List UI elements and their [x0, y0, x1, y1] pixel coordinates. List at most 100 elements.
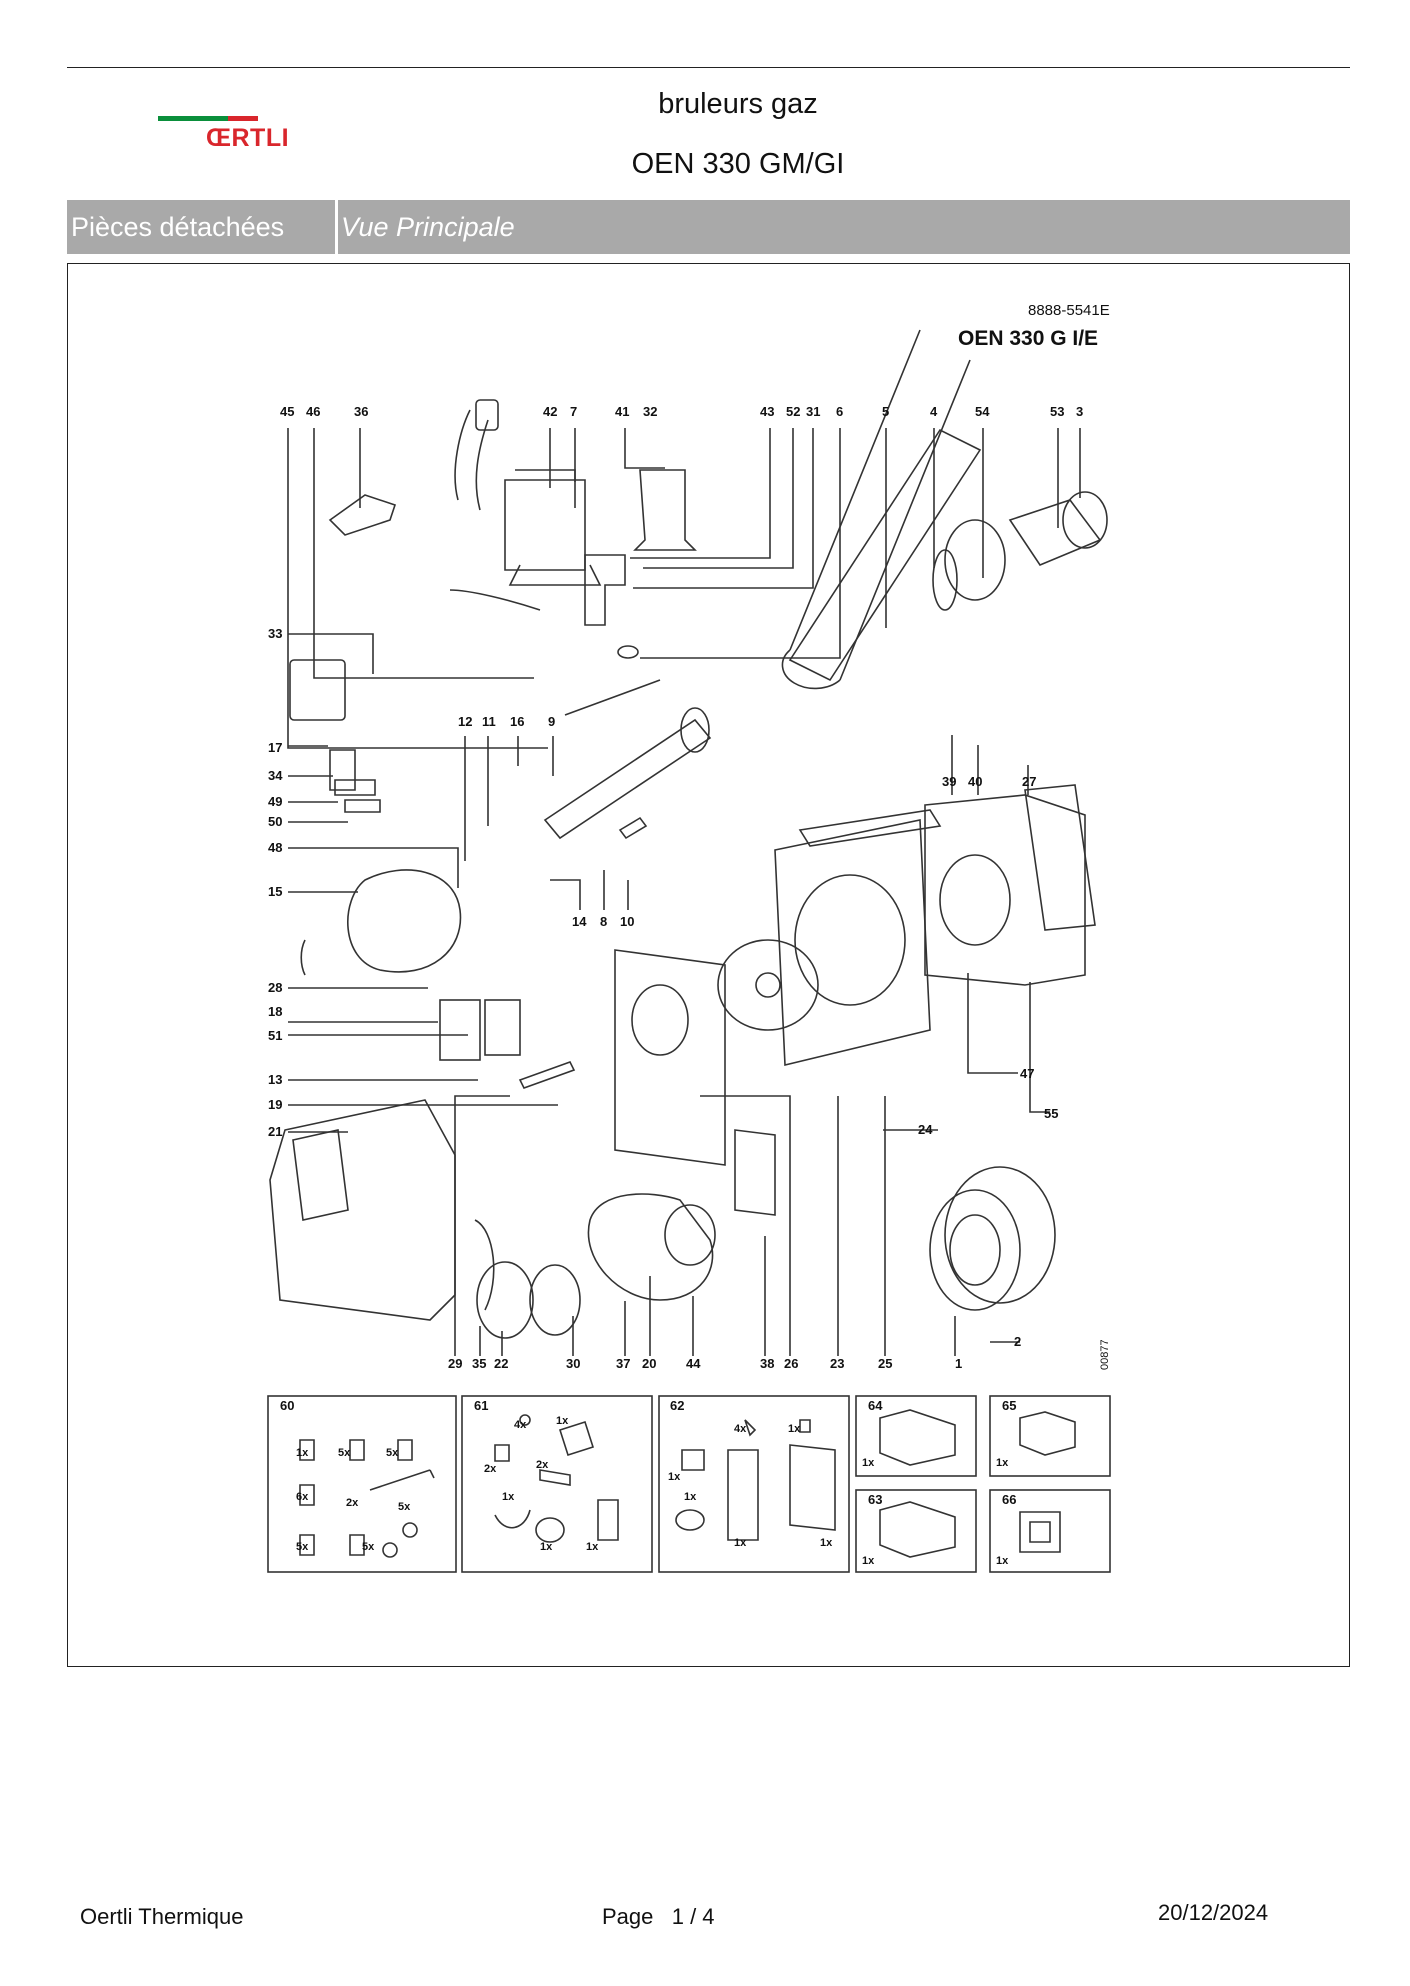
callout-31: 31	[806, 404, 820, 419]
leader-lines-bottom	[454, 1095, 886, 1356]
bracket-41	[633, 469, 697, 551]
callout-21: 21	[268, 1124, 282, 1139]
drawing-frame	[67, 263, 1350, 1667]
callout-36: 36	[354, 404, 368, 419]
callout-16: 16	[510, 714, 524, 729]
air-grille-ring	[949, 1214, 1001, 1286]
nozzle-36	[328, 494, 397, 536]
callout-35: 35	[472, 1356, 486, 1371]
motor-20	[587, 1193, 714, 1301]
transformer-13b	[484, 999, 521, 1056]
section-band: Pièces détachées Vue Principale	[67, 200, 1350, 254]
svg-text:1x: 1x	[788, 1423, 801, 1435]
callout-19: 19	[268, 1097, 282, 1112]
callout-44: 44	[686, 1356, 701, 1371]
kit-label-61: 61	[474, 1398, 488, 1413]
head-ring	[1062, 491, 1108, 549]
flange-4	[932, 549, 958, 611]
footer-company: Oertli Thermique	[80, 1904, 244, 1929]
callout-32: 32	[643, 404, 657, 419]
svg-text:1x: 1x	[996, 1555, 1009, 1567]
gasket-54	[944, 519, 1006, 601]
cable-29	[474, 1219, 495, 1311]
callout-48: 48	[268, 840, 282, 855]
air-box-39	[924, 794, 1086, 986]
callout-18: 18	[268, 1004, 282, 1019]
svg-text:5x: 5x	[386, 1447, 399, 1459]
callout-55: 55	[1044, 1106, 1058, 1121]
connector-49	[334, 779, 376, 796]
kit-box-64	[855, 1395, 977, 1477]
footer-page: Page 1 / 4	[602, 1904, 715, 1930]
blast-tube-body	[788, 428, 982, 682]
callout-33: 33	[268, 626, 282, 641]
cover-panel	[292, 1129, 349, 1221]
kit-62-parts	[675, 1419, 836, 1541]
callout-42: 42	[543, 404, 557, 419]
top-rule	[67, 67, 1350, 68]
fan-wheel-26	[717, 939, 819, 1031]
o-ring-6	[617, 645, 639, 659]
callout-37: 37	[616, 1356, 630, 1371]
logo-green-bar	[158, 116, 228, 121]
svg-text:1x: 1x	[996, 1457, 1009, 1469]
svg-text:1x: 1x	[586, 1541, 599, 1553]
svg-text:2x: 2x	[484, 1463, 497, 1475]
blast-tube-5	[781, 329, 971, 690]
kit-box-66	[989, 1489, 1111, 1573]
electrode-8	[618, 816, 648, 840]
svg-text:1x: 1x	[734, 1537, 747, 1549]
page-number: 1 / 4	[671, 1904, 715, 1929]
filter-27	[1024, 784, 1096, 931]
disc-22	[476, 1261, 534, 1339]
plug-19	[518, 1061, 576, 1089]
view-label: Vue Principale	[341, 212, 515, 242]
kit-box-65	[989, 1395, 1111, 1477]
callout-22: 22	[494, 1356, 508, 1371]
callout-30: 30	[566, 1356, 580, 1371]
callout-49: 49	[268, 794, 282, 809]
callout-13: 13	[268, 1072, 282, 1087]
callout-29: 29	[448, 1356, 462, 1371]
doc-reference: 8888-5541E	[1028, 302, 1110, 319]
valve-coil-cable	[454, 409, 489, 511]
air-grille-outer	[944, 1166, 1056, 1304]
head-3	[1008, 499, 1102, 566]
connector-kits	[879, 1409, 1076, 1558]
rod-9	[564, 679, 661, 716]
kit-label-63: 63	[868, 1492, 882, 1507]
svg-text:1x: 1x	[296, 1447, 309, 1459]
callout-53: 53	[1050, 404, 1064, 419]
disc-30	[529, 1264, 581, 1336]
kit-60-screws	[299, 1439, 435, 1558]
callout-3: 3	[1076, 404, 1083, 419]
callout-25: 25	[878, 1356, 892, 1371]
drawing-model-label: OEN 330 G I/E	[958, 327, 1099, 350]
callout-12: 12	[458, 714, 472, 729]
cover-21	[269, 1099, 456, 1321]
oertli-logo: ŒRTLI	[158, 114, 308, 154]
callout-8: 8	[600, 914, 607, 929]
callout-26: 26	[784, 1356, 798, 1371]
kit-box-62	[658, 1395, 850, 1573]
logo-red-bar	[228, 116, 258, 121]
callout-43: 43	[760, 404, 774, 419]
kit-box-61	[461, 1395, 653, 1573]
callout-6: 6	[836, 404, 843, 419]
callout-40: 40	[968, 774, 982, 789]
callout-39: 39	[942, 774, 956, 789]
callout-51: 51	[268, 1028, 282, 1043]
svg-text:2x: 2x	[346, 1497, 359, 1509]
tube-28	[300, 939, 306, 976]
page-label: Page	[602, 1904, 654, 1929]
fan-housing-ring	[794, 874, 906, 1006]
callout-41: 41	[615, 404, 629, 419]
housing-frame	[798, 809, 942, 847]
svg-text:5x: 5x	[362, 1541, 375, 1553]
callout-28: 28	[268, 980, 282, 995]
kit-label-64: 64	[868, 1398, 883, 1413]
kit-label-65: 65	[1002, 1398, 1016, 1413]
svg-text:2x: 2x	[536, 1459, 549, 1471]
svg-text:1x: 1x	[684, 1491, 697, 1503]
